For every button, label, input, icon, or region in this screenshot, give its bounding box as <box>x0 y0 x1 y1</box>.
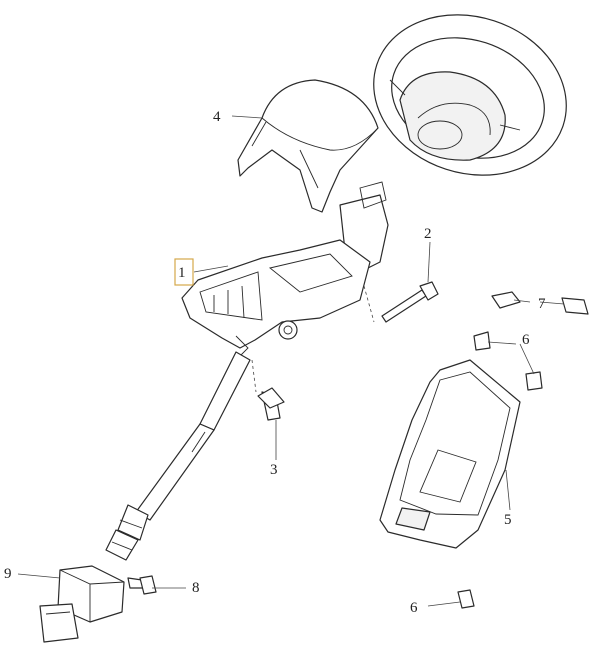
callout-1-highlight <box>174 258 194 286</box>
callout-1: 1 <box>178 265 186 281</box>
lower-shroud <box>379 359 521 549</box>
screw-6-bottom <box>457 589 475 609</box>
bolt-2 <box>381 281 439 323</box>
callout-6-top: 6 <box>522 332 530 348</box>
upper-shroud <box>237 79 379 213</box>
callout-7: 7 <box>538 296 546 312</box>
leader-lines <box>17 115 565 607</box>
callout-6-bottom: 6 <box>410 600 418 616</box>
steering-column-assembly <box>181 181 389 357</box>
callout-2: 2 <box>424 226 432 242</box>
callout-8: 8 <box>192 580 200 596</box>
clip-7 <box>491 291 589 315</box>
intermediate-shaft <box>105 351 251 561</box>
bolt-3 <box>257 387 285 421</box>
callout-9: 9 <box>4 566 12 582</box>
steering-wheel <box>373 14 567 176</box>
bolt-8 <box>127 575 157 595</box>
callout-4: 4 <box>213 109 221 125</box>
callout-3: 3 <box>270 462 278 478</box>
callout-5: 5 <box>504 512 512 528</box>
screw-6-top <box>473 331 543 391</box>
lower-coupling <box>39 565 125 643</box>
